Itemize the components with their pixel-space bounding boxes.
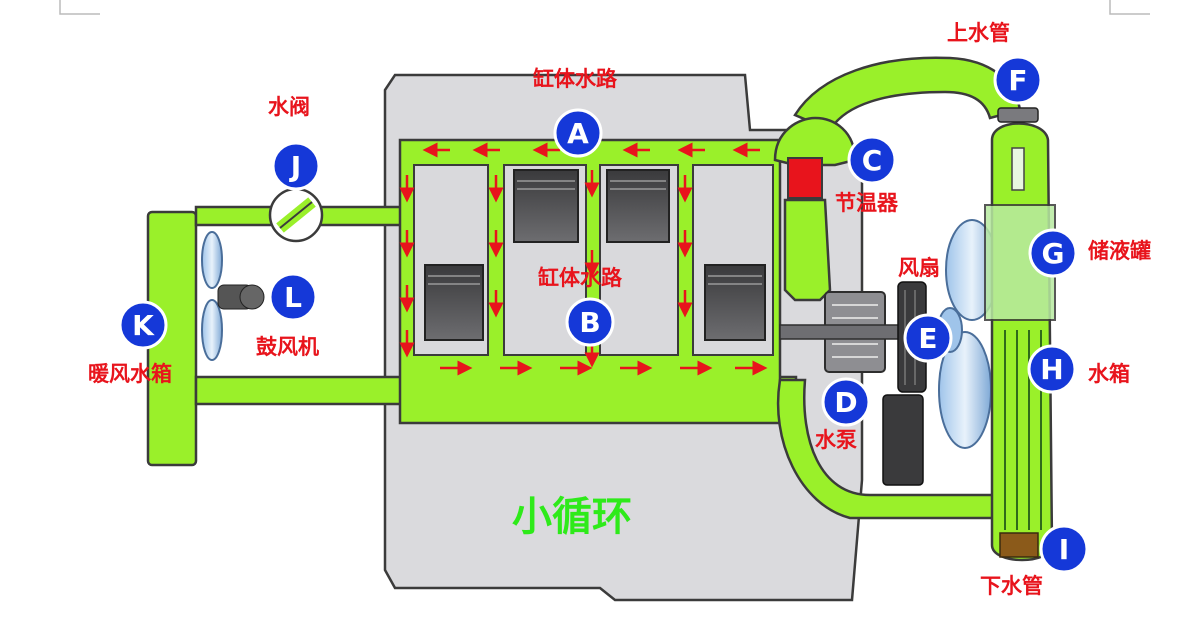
marker-A <box>553 108 603 158</box>
marker-K <box>118 300 168 350</box>
marker-E <box>903 313 953 363</box>
marker-letter-J: J <box>289 150 301 183</box>
corner-mark-right <box>1109 0 1150 15</box>
marker-letter-F: F <box>1008 64 1027 97</box>
bypass-pipe <box>783 198 832 302</box>
upper-hose <box>793 56 1022 132</box>
pulleys <box>882 281 927 486</box>
marker-letter-H: H <box>1040 353 1063 386</box>
flow-arrows <box>399 142 768 376</box>
marker-group: A B C D E F G H I J K L <box>118 55 1089 574</box>
marker-letter-A: A <box>567 117 589 150</box>
label-G: 储液罐 <box>1088 239 1151 263</box>
reservoir-tank <box>984 204 1056 321</box>
marker-letter-K: K <box>132 309 155 342</box>
marker-H <box>1027 344 1077 394</box>
label-K: 暖风水箱 <box>88 362 172 386</box>
label-I: 下水管 <box>980 574 1043 598</box>
label-F: 上水管 <box>947 21 1010 45</box>
label-H: 水箱 <box>1088 362 1130 386</box>
blower-fan <box>201 231 265 361</box>
marker-L <box>268 272 318 322</box>
label-D: 水泵 <box>815 428 857 452</box>
corner-mark-left <box>59 0 100 15</box>
marker-letter-L: L <box>284 281 302 314</box>
marker-G <box>1028 228 1078 278</box>
label-B: 缸体水路 <box>538 266 623 290</box>
diagram-title: 小循环 <box>512 494 632 540</box>
label-L: 鼓风机 <box>256 335 319 359</box>
label-C: 节温器 <box>835 191 899 215</box>
pistons <box>424 169 766 341</box>
marker-F <box>993 55 1043 105</box>
marker-letter-D: D <box>834 386 857 419</box>
marker-letter-G: G <box>1042 237 1065 270</box>
label-A: 缸体水路 <box>533 67 618 91</box>
label-E: 风扇 <box>898 256 940 280</box>
radiator-cap <box>997 107 1039 123</box>
marker-letter-B: B <box>579 306 600 339</box>
marker-J <box>271 141 321 191</box>
marker-B <box>565 297 615 347</box>
marker-D <box>821 377 871 427</box>
label-J: 水阀 <box>268 95 310 119</box>
marker-letter-E: E <box>918 322 937 355</box>
marker-I <box>1039 524 1089 574</box>
marker-letter-I: I <box>1059 533 1069 566</box>
marker-C <box>847 135 897 185</box>
marker-letter-C: C <box>862 144 883 177</box>
drain-plug <box>999 532 1039 558</box>
shaft <box>779 324 911 340</box>
thermostat-body <box>787 157 823 199</box>
